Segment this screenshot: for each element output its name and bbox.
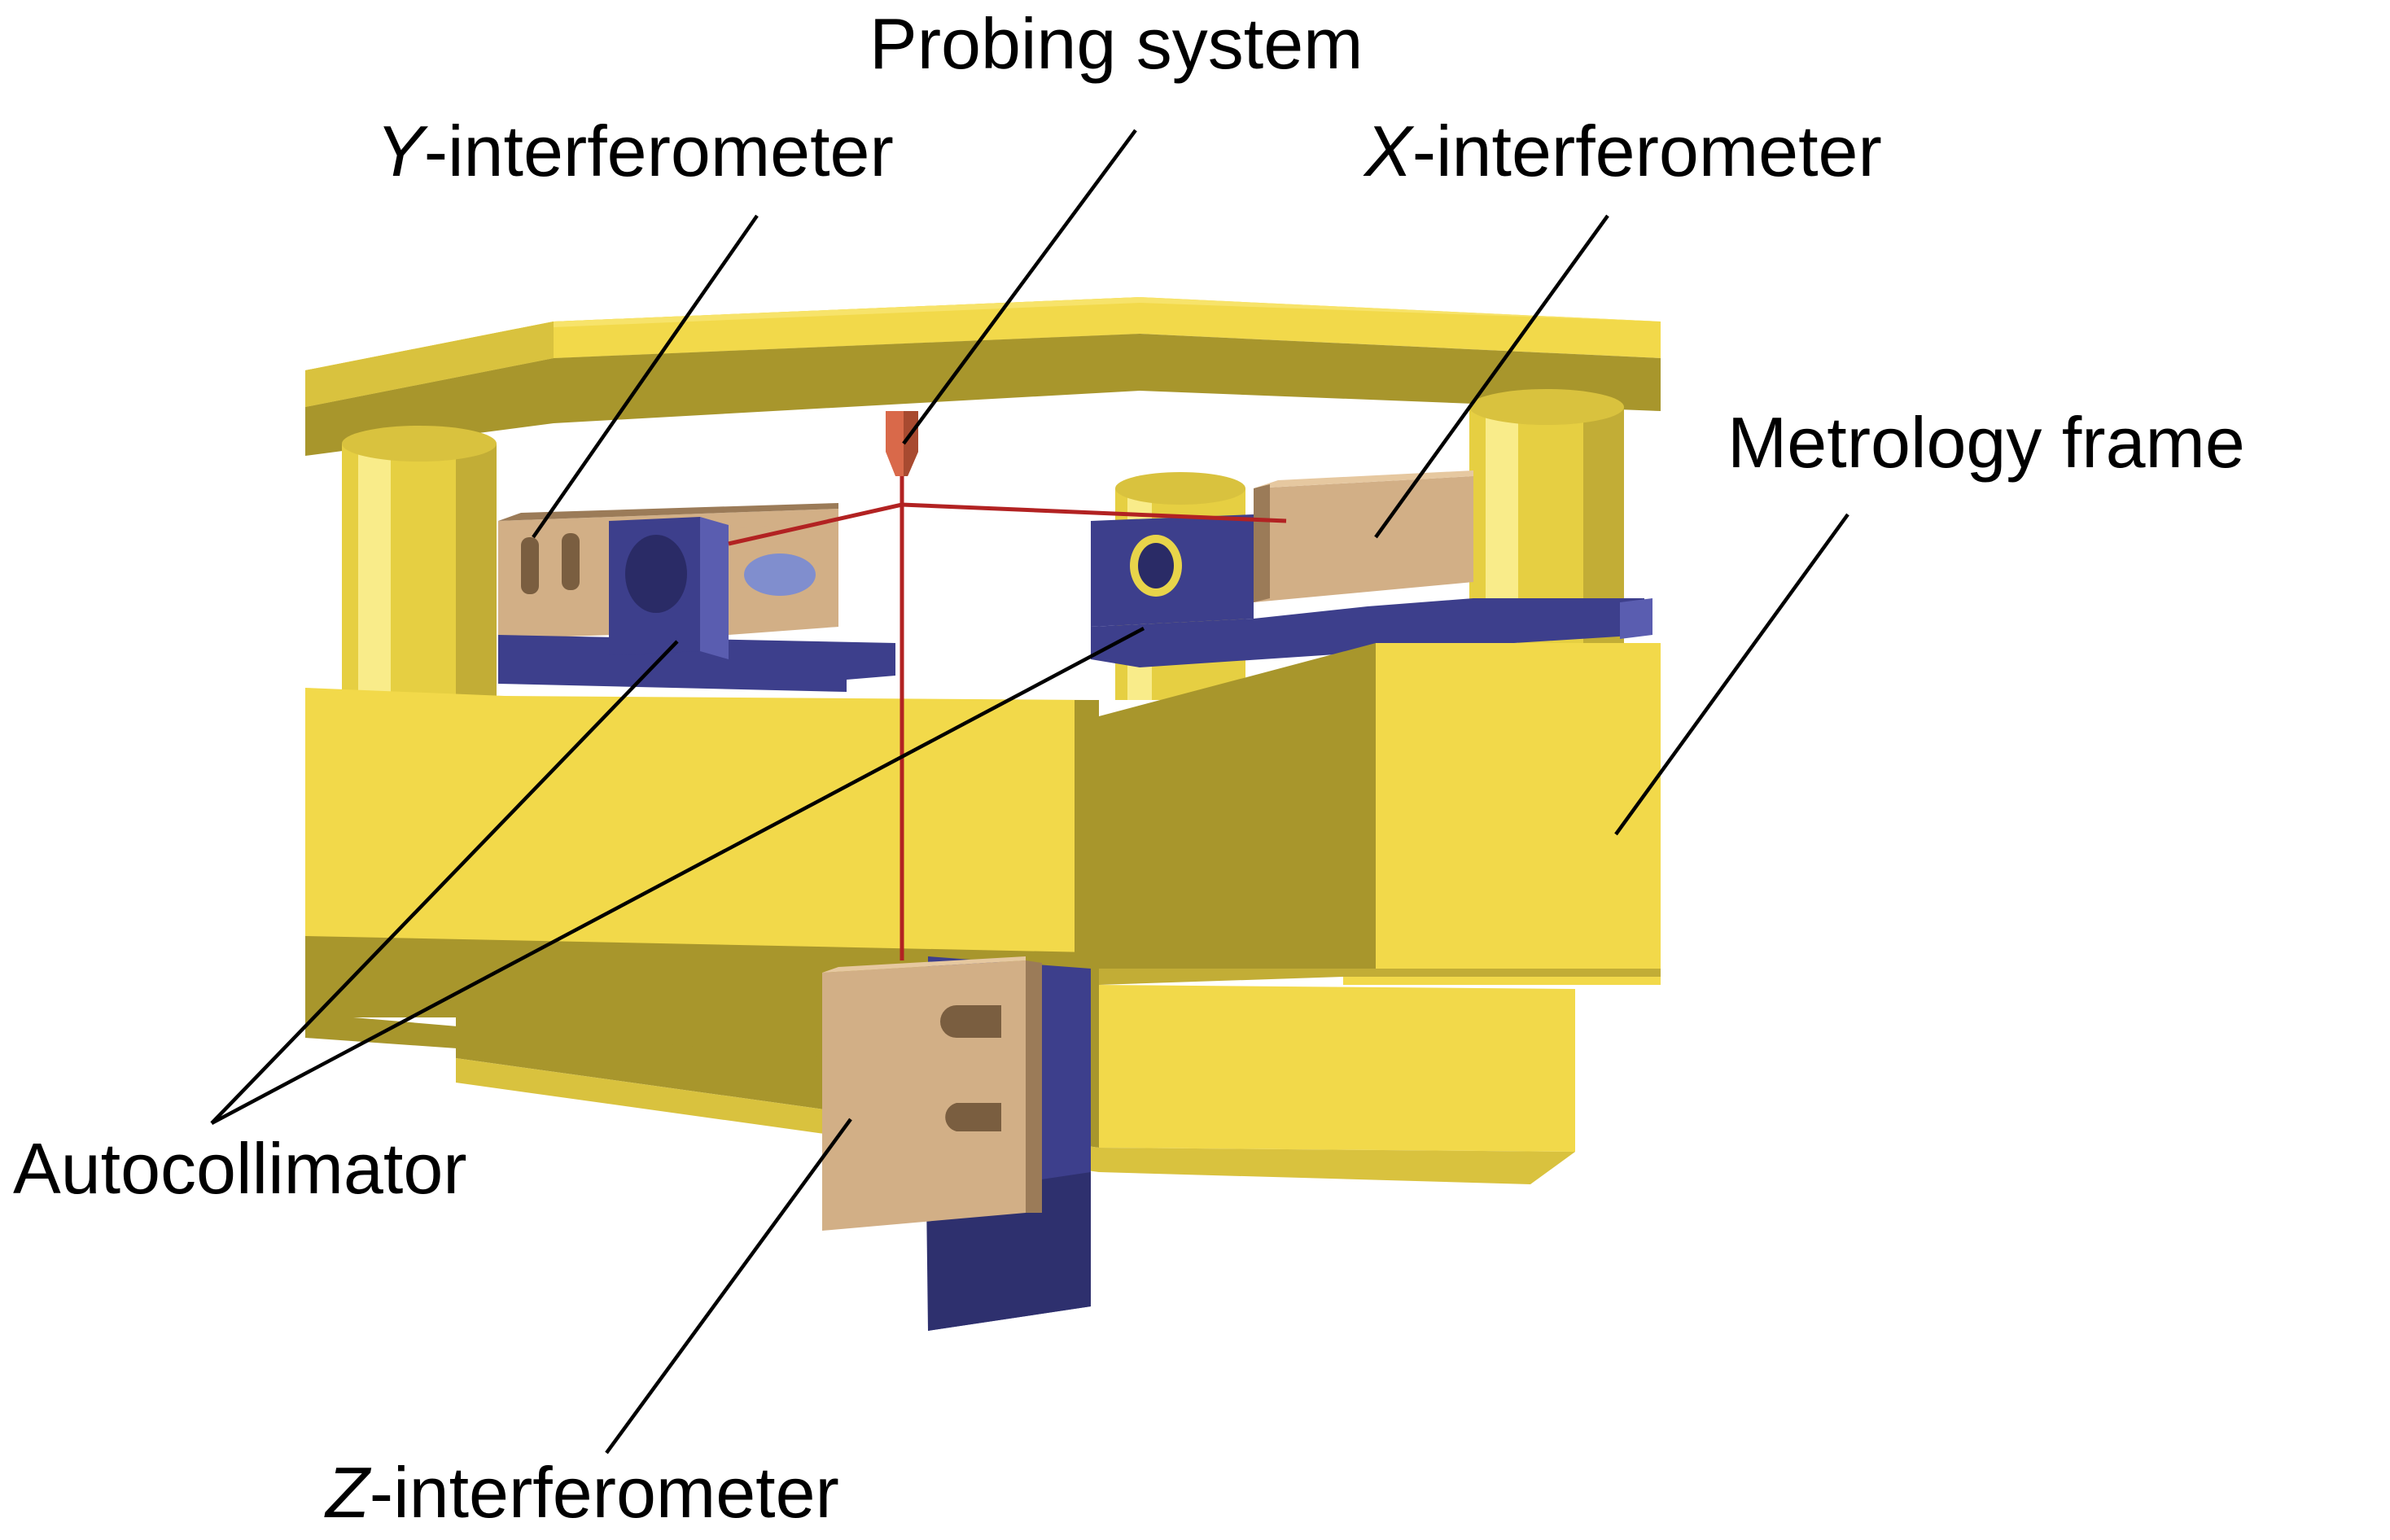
probe-tip (886, 411, 918, 476)
leader-auto-1 (210, 640, 679, 1125)
leader-y (532, 214, 759, 539)
label-z-interferometer: Z-interferometer (326, 1457, 839, 1529)
leader-z (605, 1118, 852, 1455)
top-plate (305, 297, 1661, 456)
leader-probing (902, 129, 1137, 445)
autocollimator-right (1091, 514, 1652, 667)
z-interferometer-body (822, 956, 1091, 1331)
label-y-rest: -interferometer (423, 111, 894, 191)
leader-lines (210, 129, 1849, 1455)
column-left (342, 426, 497, 712)
label-z-axis: Z (326, 1452, 370, 1533)
laser-beams (728, 476, 1287, 960)
label-autocollimator: Autocollimator (13, 1128, 467, 1209)
label-x-interferometer: X-interferometer (1364, 116, 1882, 187)
label-x-rest: -interferometer (1412, 111, 1882, 191)
leader-frame (1614, 513, 1849, 836)
label-probing-system: Probing system (869, 3, 1364, 84)
label-y-interferometer: Y-interferometer (376, 116, 894, 187)
label-y-axis: Y (376, 111, 424, 191)
leader-x (1374, 214, 1609, 539)
label-metrology-frame: Metrology frame (1727, 402, 2245, 483)
autocollimator-left (498, 517, 895, 692)
leader-auto-2 (210, 627, 1145, 1125)
top-plate-front-face (305, 322, 554, 407)
label-z-rest: -interferometer (369, 1452, 839, 1533)
base-front-right (1099, 643, 1661, 985)
top-plate-underside (305, 334, 1661, 456)
top-plate-front-left (305, 297, 1140, 407)
label-x-axis: X (1364, 111, 1412, 191)
x-interferometer-body (1254, 470, 1473, 602)
